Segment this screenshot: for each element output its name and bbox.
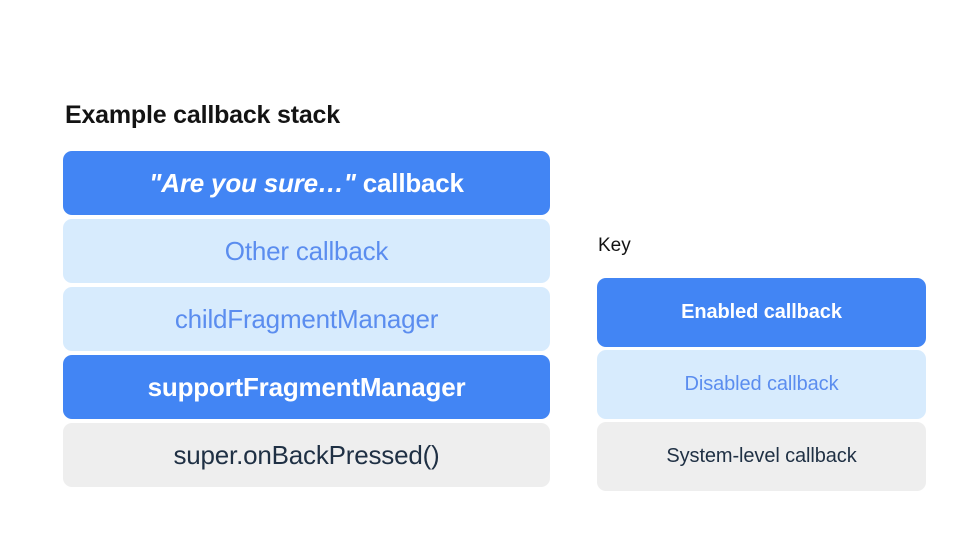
callback-stack-section: Example callback stack "Are you sure…" c…: [63, 100, 550, 487]
stack-item-label: childFragmentManager: [174, 303, 439, 334]
key-item-system-level-callback: System-level callback: [597, 422, 926, 491]
stack-title: Example callback stack: [65, 101, 340, 129]
key-title: Key: [598, 235, 631, 256]
stack-item-support-fragment-manager: supportFragmentManager: [63, 355, 550, 419]
stack-item-child-fragment-manager: childFragmentManager: [63, 287, 550, 351]
stack-item-label: supportFragmentManager: [147, 371, 466, 402]
key-item-label: System-level callback: [666, 445, 857, 467]
stack-item-label: super.onBackPressed(): [173, 439, 440, 470]
stack-item-other-callback: Other callback: [63, 219, 550, 283]
stack-item-quoted-text: "Are you sure…": [149, 167, 356, 198]
key-item-label: Disabled callback: [684, 373, 839, 395]
stack-item-plain-text: callback: [355, 167, 464, 198]
key-item-enabled-callback: Enabled callback: [597, 278, 926, 347]
stack-item-super-on-back-pressed: super.onBackPressed(): [63, 423, 550, 487]
key-item-disabled-callback: Disabled callback: [597, 350, 926, 419]
key-item-label: Enabled callback: [681, 301, 842, 323]
key-legend-section: Key Enabled callback Disabled callback S…: [597, 235, 926, 491]
stack-item-label: "Are you sure…" callback: [149, 168, 464, 199]
stack-item-are-you-sure-callback: "Are you sure…" callback: [63, 151, 550, 215]
stack-item-label: Other callback: [224, 235, 389, 266]
